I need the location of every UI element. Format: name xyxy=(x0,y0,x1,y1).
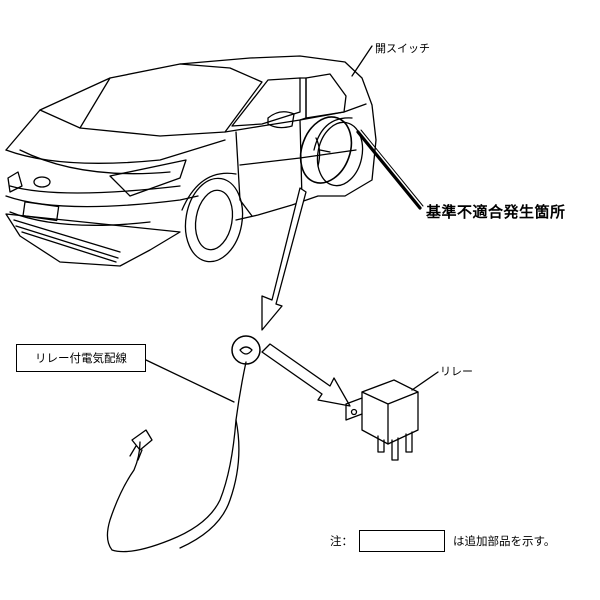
leader-relay xyxy=(411,371,439,391)
arrow-to-harness xyxy=(261,187,307,331)
note-legend-box xyxy=(359,530,445,552)
headlight-left xyxy=(7,171,23,193)
label-harness-with-relay: リレー付電気配線 xyxy=(16,344,146,372)
front-wheel xyxy=(184,177,244,263)
harness-wire xyxy=(106,361,247,553)
harness-detail-circle xyxy=(231,335,261,365)
windshield xyxy=(39,63,263,137)
rear-wheel xyxy=(316,121,364,187)
leader-nonconformity xyxy=(356,130,422,210)
rear-side-window xyxy=(305,73,347,119)
door-line xyxy=(235,131,253,217)
relay-pins xyxy=(377,431,413,461)
harness-connector xyxy=(131,429,153,451)
arrow-to-relay xyxy=(261,343,351,407)
label-open-switch: 開スイッチ xyxy=(375,42,430,55)
car-illustration xyxy=(5,55,377,267)
leader-harness xyxy=(145,359,235,403)
side-mirror xyxy=(267,111,295,129)
relay-mount-tab xyxy=(345,397,363,421)
license-plate xyxy=(22,201,60,222)
legend-note: 注： は追加部品を示す。 xyxy=(330,530,555,552)
note-suffix: は追加部品を示す。 xyxy=(453,534,556,548)
grille xyxy=(13,219,121,263)
leader-open-switch xyxy=(351,45,373,77)
front-bumper xyxy=(5,195,199,208)
hood xyxy=(5,139,226,164)
headlight-right xyxy=(109,159,187,197)
front-side-window xyxy=(231,77,301,127)
switch-location-circle xyxy=(299,116,353,184)
relay-body xyxy=(361,379,419,445)
relay-component xyxy=(345,379,419,461)
emblem xyxy=(33,176,51,188)
relay-harness xyxy=(106,335,261,553)
label-relay: リレー xyxy=(440,365,473,378)
note-prefix: 注： xyxy=(330,534,353,548)
label-nonconformity-location: 基準不適合発生箇所 xyxy=(426,203,566,221)
